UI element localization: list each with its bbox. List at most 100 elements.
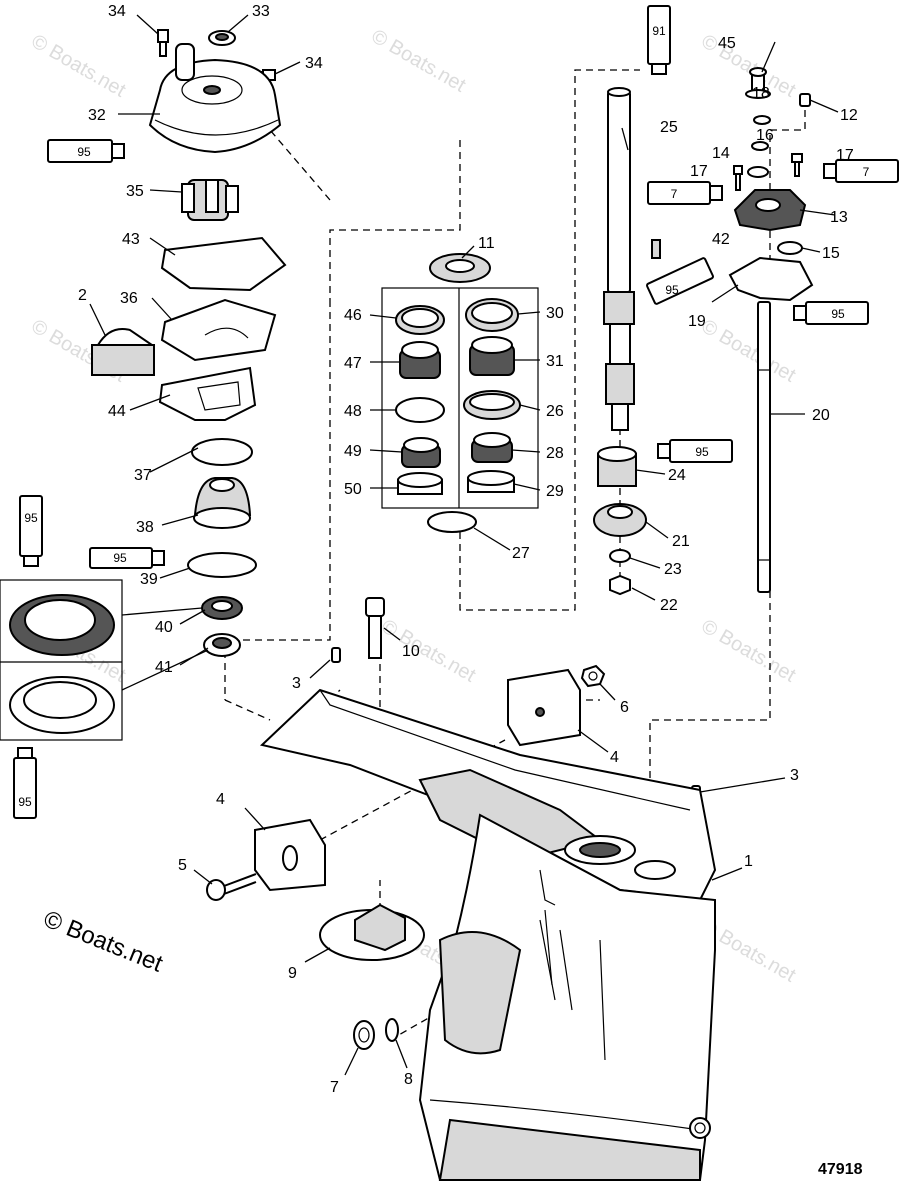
grease-tube-95-left-top: 95 [19, 495, 43, 567]
callout-31: 31 [546, 353, 564, 370]
grease-tube-91: 91 [647, 5, 671, 75]
callout-19: 19 [688, 313, 706, 330]
washer-14[interactable] [747, 166, 769, 178]
drive-key-block[interactable] [91, 328, 156, 376]
tapered-bearing-28[interactable] [471, 432, 513, 463]
pump-gasket-upper[interactable] [160, 236, 287, 292]
bearing-cup-46[interactable] [395, 305, 445, 335]
tapered-bearing-49[interactable] [401, 437, 441, 468]
gear-housing[interactable] [259, 688, 717, 1181]
bearing-carrier-13[interactable] [733, 189, 807, 232]
mounting-bolt-10[interactable] [365, 597, 385, 659]
callout-12: 12 [840, 107, 858, 124]
o-ring-39[interactable] [187, 552, 257, 578]
grease-tube-7-left: 7 [647, 181, 723, 205]
watermark-text: © Boats.net [28, 30, 130, 102]
nut-22[interactable] [609, 574, 631, 596]
sealing-washer-8[interactable] [385, 1018, 399, 1042]
washer-23[interactable] [609, 549, 631, 563]
impeller[interactable] [181, 179, 239, 221]
watermark-text: © Boats.net [378, 615, 480, 687]
tube-label: 7 [671, 187, 678, 201]
bearing-cup-26[interactable] [463, 390, 521, 420]
drain-plug-7[interactable] [353, 1020, 375, 1050]
callout-4: 4 [610, 749, 619, 766]
callout-17: 17 [836, 147, 854, 164]
tube-label: 95 [18, 795, 32, 809]
o-ring-15[interactable] [777, 241, 803, 255]
grease-tube-7-right: 7 [823, 159, 899, 183]
trim-tab-anode[interactable] [319, 903, 425, 961]
bearing-cup-29[interactable] [467, 470, 515, 493]
side-anode-right[interactable] [507, 668, 581, 747]
anode-screw-5[interactable] [206, 873, 257, 901]
callout-23: 23 [664, 561, 682, 578]
o-ring-16[interactable] [751, 141, 769, 151]
water-pump-housing[interactable] [148, 43, 282, 154]
pump-base[interactable] [193, 477, 252, 529]
o-ring-27[interactable] [427, 511, 477, 533]
screw-17-right[interactable] [791, 153, 803, 177]
watermark-text: © Boats.net [698, 315, 800, 387]
callout-25: 25 [660, 119, 678, 136]
seal-21[interactable] [593, 503, 647, 537]
callout-10: 10 [402, 643, 420, 660]
callout-20: 20 [812, 407, 830, 424]
oil-seal-40[interactable] [201, 596, 243, 620]
callout-8: 8 [404, 1071, 413, 1088]
grease-tube-95-39: 95 [89, 547, 165, 569]
hex-nut-6[interactable] [580, 664, 606, 688]
bearing-cup-50[interactable] [397, 472, 443, 495]
callout-16: 16 [756, 127, 774, 144]
diagram-number: 47918 [818, 1161, 863, 1178]
bearing-kit-box [381, 287, 539, 509]
callout-30: 30 [546, 305, 564, 322]
screw-17-left[interactable] [733, 165, 743, 191]
tube-label: 95 [831, 307, 845, 321]
grease-tube-95-24: 95 [657, 439, 733, 463]
dowel-pin-left[interactable] [331, 647, 341, 663]
callout-labels: 34 33 34 32 35 43 36 2 44 37 38 39 40 41… [78, 3, 858, 1096]
callout-24: 24 [668, 467, 686, 484]
leader-lines [89, 14, 839, 1076]
tapered-bearing-31[interactable] [469, 336, 515, 376]
tube-label: 95 [24, 511, 38, 525]
bearing-retainer-11[interactable] [429, 253, 491, 283]
shim-48[interactable] [395, 397, 445, 423]
callout-21: 21 [672, 533, 690, 550]
water-tube-20[interactable] [757, 301, 771, 593]
plug-12[interactable] [799, 93, 811, 107]
grommet[interactable] [208, 30, 236, 46]
side-anode-left[interactable] [254, 818, 326, 892]
pump-cover-bolt-top[interactable] [157, 29, 169, 57]
pump-face-plate[interactable] [160, 298, 277, 362]
callout-43: 43 [122, 231, 140, 248]
washer-18[interactable] [753, 115, 771, 125]
callout-34: 34 [305, 55, 323, 72]
gasket-19[interactable] [728, 256, 814, 302]
callout-13: 13 [830, 209, 848, 226]
tapered-bearing-47[interactable] [399, 341, 441, 379]
key-42[interactable] [651, 239, 661, 259]
tube-label: 91 [652, 24, 666, 38]
bearing-cup-30[interactable] [465, 298, 519, 332]
callout-18: 18 [752, 85, 770, 102]
grease-tube-95-left-bottom: 95 [13, 747, 37, 819]
callout-36: 36 [120, 290, 138, 307]
callout-15: 15 [822, 245, 840, 262]
pump-gasket-lower[interactable] [158, 366, 257, 421]
callout-33: 33 [252, 3, 270, 20]
sleeve-24[interactable] [597, 446, 637, 487]
bushing-45[interactable] [745, 67, 771, 99]
callout-2: 2 [78, 287, 87, 304]
snap-ring[interactable] [191, 438, 253, 466]
callout-49: 49 [344, 443, 362, 460]
oil-seal-41[interactable] [203, 633, 241, 657]
callout-39: 39 [140, 571, 158, 588]
drive-shaft-25[interactable] [603, 87, 635, 431]
callout-37: 37 [134, 467, 152, 484]
callout-14: 14 [712, 145, 730, 162]
grease-tube-95-19: 95 [646, 257, 714, 305]
copyright-text: © Boats.net [40, 906, 167, 978]
callout-34: 34 [108, 3, 126, 20]
